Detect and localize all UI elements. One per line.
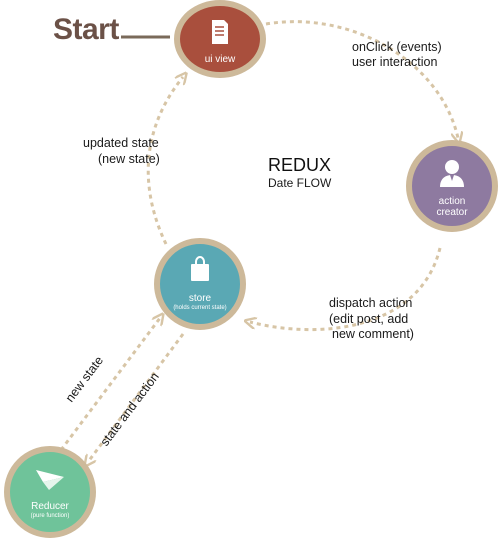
diagram-subtitle: Date FLOW [268,176,332,190]
start-label: Start [53,13,119,46]
store-sublabel: (holds current state) [173,305,227,311]
ui-view-label: ui view [204,54,236,65]
reducer-label: Reducer [31,501,69,512]
dispatch-label-line3: new comment) [332,327,414,341]
arrow-onclick [265,20,458,138]
updated-state-label-line1: updated state [83,136,159,150]
onclick-label-line2: user interaction [352,55,438,69]
store-label: store [188,293,212,304]
diagram-title: REDUX [268,155,332,175]
reducer-node: Reducer (pure function) [4,446,96,538]
onclick-label-line1: onClick (events) [352,40,442,54]
arrow-state-action [88,333,185,462]
action-creator-label-line1: action [438,196,466,207]
action-creator-node: action creator [406,140,498,232]
store-node: store (holds current state) [154,238,246,330]
bag-icon [189,255,211,287]
arrow-dispatch [250,247,442,331]
dispatch-label-line1: dispatch action [329,296,413,310]
document-icon [210,19,230,50]
paper-plane-icon [35,468,65,497]
user-icon [438,158,466,193]
arrow-updated-state [146,77,183,245]
arrow-new-state [59,318,160,451]
dispatch-label-line2: (edit post, add [329,312,409,326]
ui-view-node: ui view [174,0,266,78]
reducer-sublabel: (pure function) [30,513,70,519]
updated-state-label-line2: (new state) [98,152,160,166]
action-creator-label-line2: creator [436,207,468,218]
